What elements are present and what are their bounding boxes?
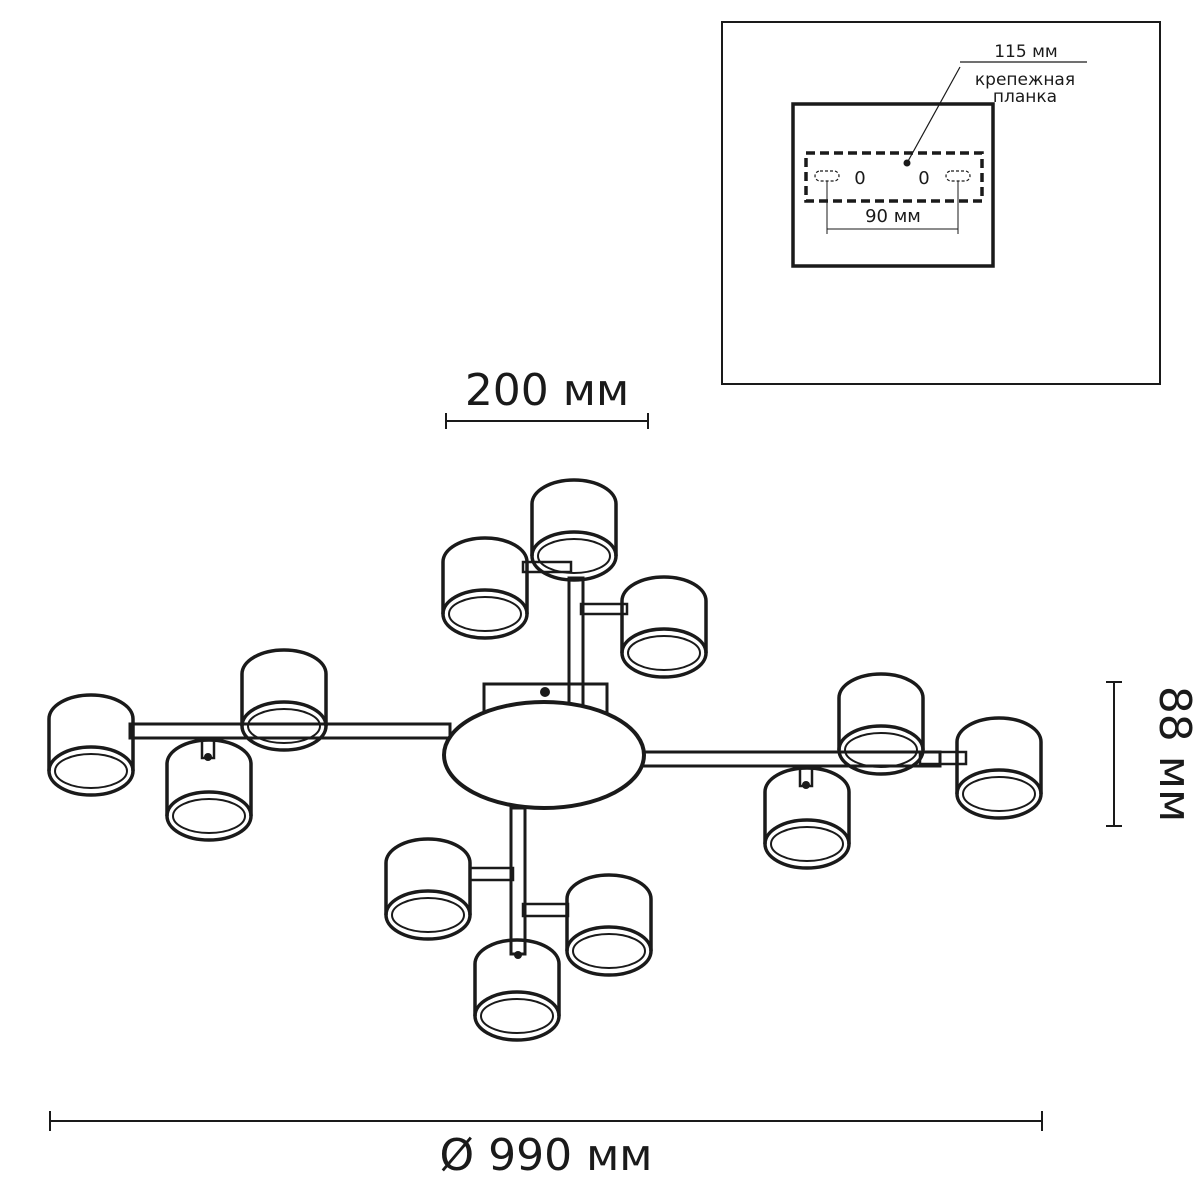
shade-left-outer <box>47 693 135 797</box>
chandelier-illustration <box>47 478 1043 1042</box>
shade-top-left <box>441 536 529 640</box>
hole-spacing-label: 90 мм <box>865 206 921 227</box>
slot-hole-right <box>945 170 971 182</box>
plate-leader-line <box>906 66 961 164</box>
diameter-label: Ø 990 мм <box>440 1130 653 1181</box>
joint-right-down <box>802 781 810 789</box>
plate-length-label: 115 мм <box>994 42 1058 62</box>
shade-bottom-center <box>473 938 561 1042</box>
stub-top-left <box>521 560 573 574</box>
ceiling-base-outline <box>791 102 995 268</box>
inset-frame <box>721 21 1161 385</box>
stub-bottom-right <box>521 902 570 918</box>
joint-left-down <box>204 753 212 761</box>
screw-left-label: 0 <box>854 168 865 189</box>
arm-length-label: 200 мм <box>465 365 629 416</box>
central-hub <box>442 700 646 810</box>
plate-name-line1: крепежная <box>975 70 1075 90</box>
mounting-plate-inset: 0 0 115 мм крепежная планка 90 мм <box>721 21 1161 385</box>
mounting-plate-outline <box>804 151 984 203</box>
joint-bottom-center <box>514 951 522 959</box>
shade-bottom-right <box>565 873 653 977</box>
stub-top-right <box>579 602 629 616</box>
arm-right <box>638 750 942 768</box>
stub-right-far <box>918 750 968 766</box>
shade-left-down <box>165 738 253 842</box>
shade-top-right <box>620 575 708 679</box>
screw-right-label: 0 <box>918 168 929 189</box>
shade-right-down <box>763 766 851 870</box>
height-dimension: 88 мм <box>1106 681 1200 827</box>
arm-length-dimension: 200 мм <box>445 365 649 429</box>
diameter-dimension: Ø 990 мм <box>49 1111 1043 1181</box>
stub-bottom-left <box>468 866 515 882</box>
arm-top <box>567 576 585 714</box>
shade-top-center <box>530 478 618 582</box>
height-label: 88 мм <box>1149 686 1200 822</box>
arm-left <box>128 722 452 740</box>
plate-name-line2: планка <box>993 87 1057 107</box>
slot-hole-left <box>814 170 840 182</box>
shade-right-outer <box>955 716 1043 820</box>
shade-left-inner <box>240 648 328 752</box>
shade-right-inner <box>837 672 925 776</box>
shade-bottom-left <box>384 837 472 941</box>
canopy-screw <box>540 687 550 697</box>
